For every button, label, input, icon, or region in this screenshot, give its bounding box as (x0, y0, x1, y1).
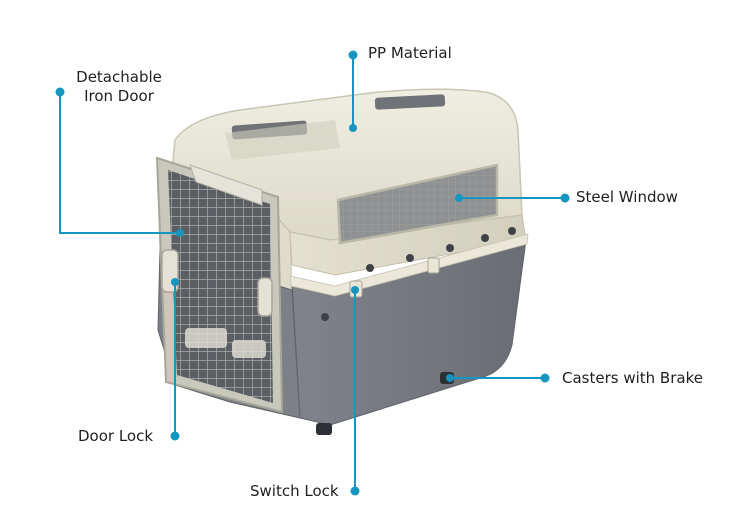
label-switch-lock: Switch Lock (250, 482, 339, 500)
side-bolts (321, 227, 516, 321)
callout-dot-switch-lock-start (351, 286, 359, 294)
callout-lines (59, 55, 565, 491)
callout-dot-casters-start (446, 374, 454, 382)
callout-dot-pp-material-start (349, 124, 357, 132)
door-lock-handle-right (257, 277, 273, 317)
callout-dot-pp-material-end (348, 50, 358, 60)
callout-line-iron-door (59, 92, 180, 234)
label-detachable-iron-door: Detachable Iron Door (66, 68, 172, 106)
callout-dot-door-lock-end (170, 431, 180, 441)
label-steel-window: Steel Window (576, 188, 678, 206)
top-handle-rear (374, 94, 446, 110)
callout-dot-steel-window-end (560, 193, 570, 203)
detachable-iron-door (155, 156, 284, 414)
callout-dots (55, 50, 570, 496)
callout-dot-steel-window-start (455, 194, 463, 202)
door-bowl-right (232, 340, 266, 358)
label-pp-material: PP Material (368, 44, 452, 62)
label-detachable-iron-door-line2: Iron Door (84, 87, 154, 105)
label-casters-with-brake: Casters with Brake (562, 369, 703, 387)
label-door-lock: Door Lock (78, 427, 154, 445)
switch-lock-clip-2 (427, 257, 440, 274)
top-recess (225, 120, 340, 160)
callout-dot-door-lock-start (171, 278, 179, 286)
callout-dot-switch-lock-end (350, 486, 360, 496)
door-bowl-left (185, 328, 227, 348)
side-steel-window (336, 163, 499, 245)
callout-dot-iron-door-end (55, 87, 65, 97)
callout-dot-casters-end (540, 373, 550, 383)
label-detachable-iron-door-line1: Detachable (76, 68, 162, 86)
rim-band (289, 233, 529, 297)
callout-dot-iron-door-start (176, 229, 184, 237)
door-top-plate (189, 164, 263, 206)
